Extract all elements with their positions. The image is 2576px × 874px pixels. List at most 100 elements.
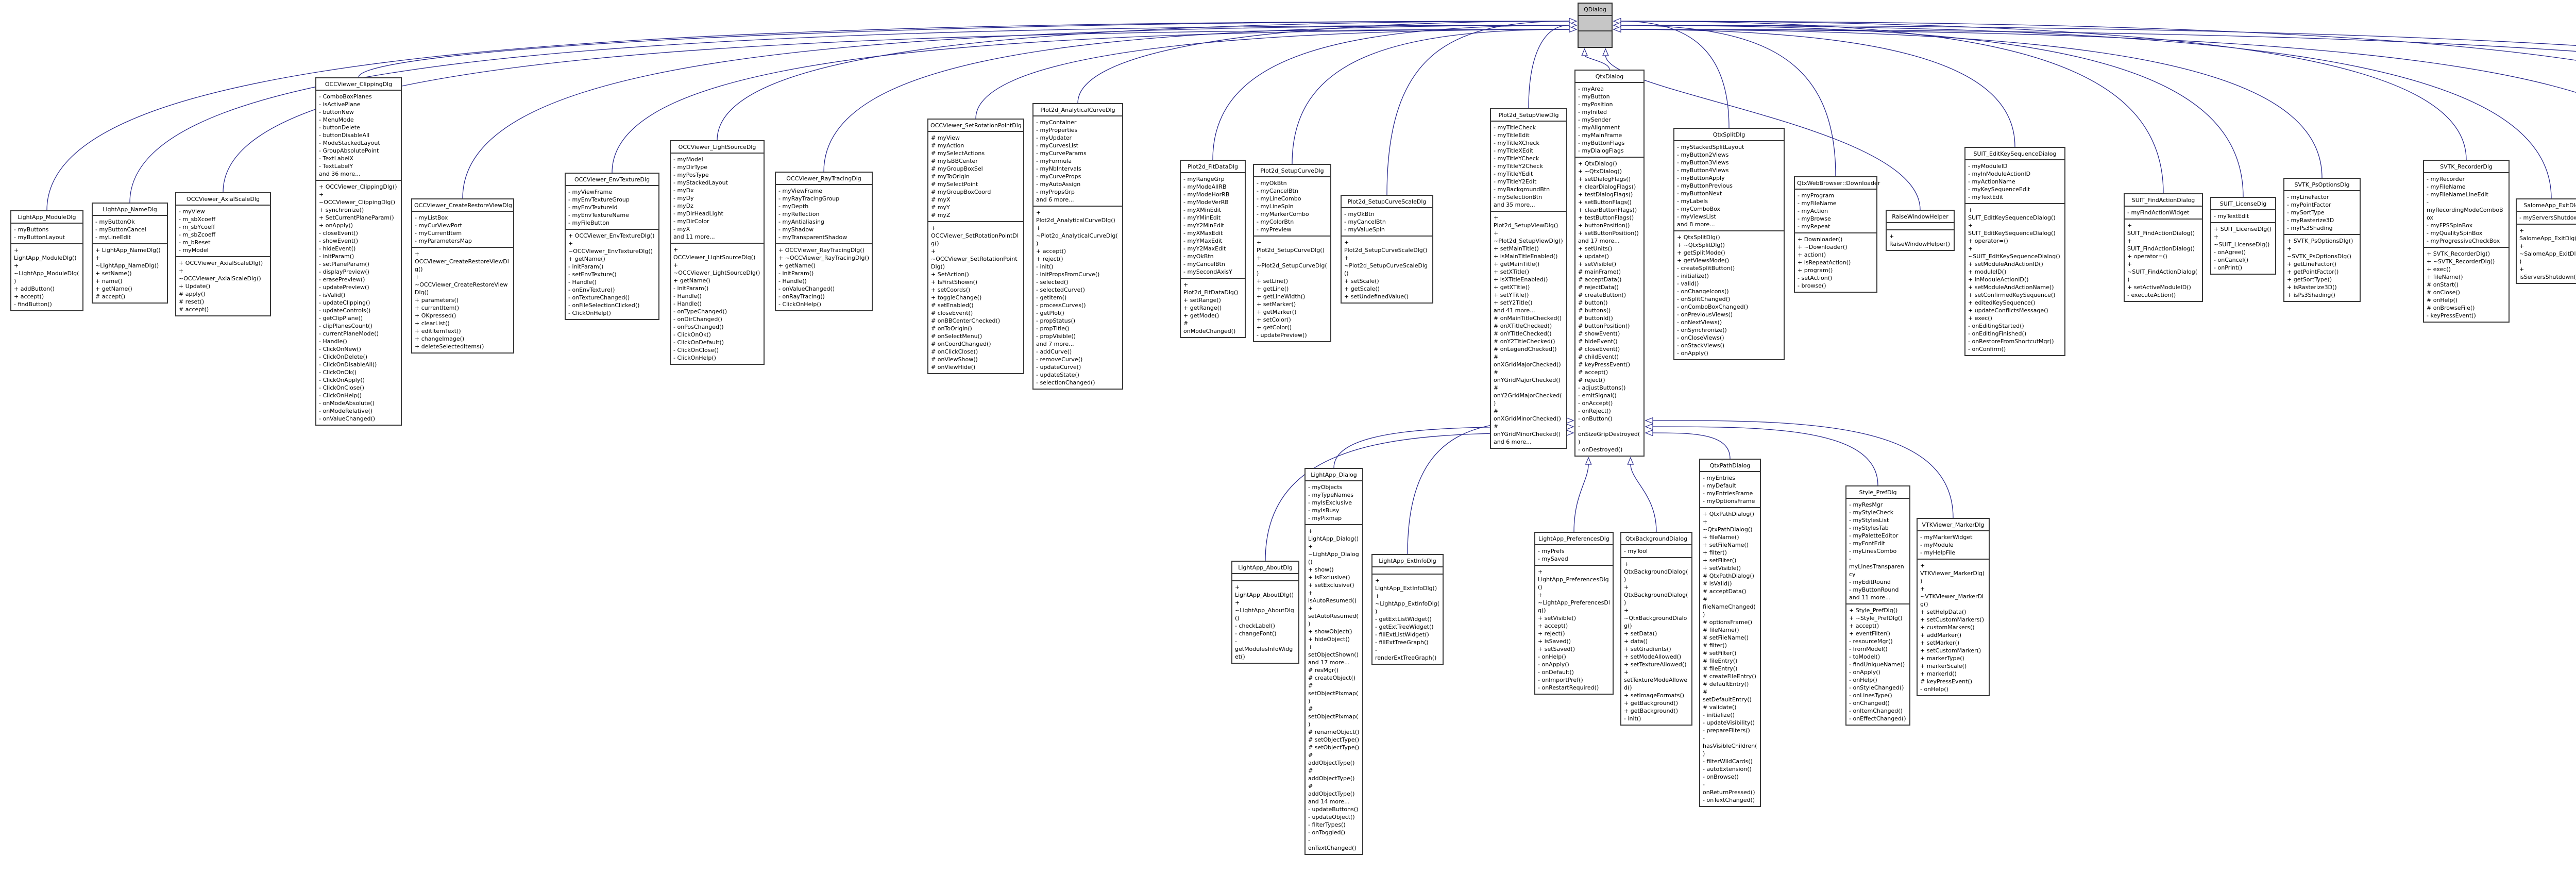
method-row: # buttonId() <box>1578 315 1613 322</box>
method-row: + SUIT_FindActionDialog() <box>2127 238 2195 252</box>
attribute-row: - myViewFrame <box>568 189 613 195</box>
method-row: - ClickOnClose() <box>673 347 719 354</box>
class-attributes-section: # myView# myAction# mySelectActions# myI… <box>928 132 1023 222</box>
inheritance-edge <box>1620 21 2576 61</box>
method-row: - initialize() <box>1677 273 1709 279</box>
attribute-row: - myPrefs <box>1538 548 1565 554</box>
class-title: QtxBackgroundDialog <box>1621 533 1691 545</box>
method-row: + OCCViewer_ClippingDlg() <box>319 183 397 190</box>
class-box-lightapp_moduledlg[interactable]: LightApp_ModuleDlg- myButtons- myButtonL… <box>10 210 83 311</box>
attribute-row: - myButton4Views <box>1677 167 1729 174</box>
method-row: + ~Style_PrefDlg() <box>1849 615 1903 621</box>
method-row: # childEvent() <box>1578 354 1619 360</box>
attribute-row: - myPosition <box>1578 101 1613 108</box>
method-row: # setFilter() <box>1703 650 1737 657</box>
method-row: - selected() <box>1036 279 1069 285</box>
class-box-salomeapp_exitdlg[interactable]: SalomeApp_ExitDlg- myServersShutdown+ Sa… <box>2516 198 2576 284</box>
class-box-occviewer_lightsourcedlg[interactable]: OCCViewer_LightSourceDlg- myModel- myDir… <box>670 140 765 365</box>
class-box-plot2d_setupcurvedlg[interactable]: Plot2d_SetupCurveDlg- myOkBtn- myCancelB… <box>1253 164 1331 342</box>
method-row: - hasVisibleChildren() <box>1703 735 1757 757</box>
class-title: OCCViewer_RayTracingDlg <box>776 173 872 185</box>
method-row: - onDirChanged() <box>673 316 722 323</box>
class-box-plot2d_setupviewdlg[interactable]: Plot2d_SetupViewDlg- myTitleCheck- myTit… <box>1490 108 1567 449</box>
method-row: # onBrowseFile() <box>2427 305 2475 311</box>
attribute-row: - myFileName <box>1798 200 1837 207</box>
class-box-occviewer_raytracingdlg[interactable]: OCCViewer_RayTracingDlg- myViewFrame- my… <box>775 172 873 311</box>
class-box-lightapp_preferencesdlg[interactable]: LightApp_PreferencesDlg- myPrefs- mySave… <box>1534 532 1614 695</box>
method-row: and 14 more... <box>1308 798 1350 805</box>
class-box-occviewer_clippingdlg[interactable]: OCCViewer_ClippingDlg- ComboBoxPlanes- i… <box>315 77 402 426</box>
attribute-row: - myAntialiasing <box>778 218 824 225</box>
class-box-plot2d_fitdatadlg[interactable]: Plot2d_FitDataDlg- myRangeGrp- myModeAll… <box>1180 160 1246 338</box>
class-box-lightapp_dialog[interactable]: LightApp_Dialog- myObjects- myTypeNames-… <box>1304 468 1363 855</box>
class-box-suit_editkeysequencedialog[interactable]: SUIT_EditKeySequenceDialog- myModuleID- … <box>1964 147 2065 356</box>
class-attributes-section: - myProgram- myFileName- myAction- myBro… <box>1795 190 1876 233</box>
class-box-occviewer_setrotationpointdlg[interactable]: OCCViewer_SetRotationPointDlg# myView# m… <box>927 119 1024 374</box>
method-row: + getName() <box>568 256 605 262</box>
class-box-suit_licensedlg[interactable]: SUIT_LicenseDlg- myTextEdit+ SUIT_Licens… <box>2210 197 2276 275</box>
class-box-plot2d_setupcurvescaledlg[interactable]: Plot2d_SetupCurveScaleDlg- myOkBtn- myCa… <box>1341 195 1433 304</box>
class-box-qtxwebbrowser_downloader[interactable]: QtxWebBrowser::Downloader- myProgram- my… <box>1794 176 1880 293</box>
attribute-row: - myRasterize3D <box>2287 217 2334 224</box>
class-box-vtkviewer_markerdlg[interactable]: VTKViewer_MarkerDlg- myMarkerWidget- myM… <box>1917 518 1990 696</box>
method-row: # apply() <box>179 291 206 297</box>
class-box-lightapp_extinfodlg[interactable]: LightApp_ExtInfoDlg+ LightApp_ExtInfoDlg… <box>1371 554 1444 665</box>
attribute-row: - myContainer <box>1036 119 1077 126</box>
attribute-row: - myButtonApply <box>1677 175 1725 181</box>
class-title: SUIT_EditKeySequenceDialog <box>1965 148 2064 160</box>
method-row: # hideEvent() <box>1578 338 1618 345</box>
method-row: - ClickOnHelp() <box>673 355 716 361</box>
attribute-row: - myInited <box>1578 109 1607 115</box>
method-row: - onNextViews() <box>1677 319 1722 326</box>
method-row: - onPrint() <box>2214 264 2243 271</box>
method-row: - onFileSelectionClicked() <box>568 302 640 309</box>
class-box-plot2d_analyticalcurvedlg[interactable]: Plot2d_AnalyticalCurveDlg- myContainer- … <box>1032 103 1123 390</box>
class-title: LightApp_PreferencesDlg <box>1535 533 1613 545</box>
class-methods-section: + OCCViewer_AxialScaleDlg()+ ~OCCViewer_… <box>176 257 270 315</box>
method-row: + setActiveModuleID() <box>2127 284 2191 291</box>
attribute-row: - myPropsGrp <box>1036 189 1075 195</box>
method-row: - setEnvTexture() <box>568 271 617 278</box>
inheritance-arrowhead <box>1585 457 1592 465</box>
class-box-qtxbackgrounddialog[interactable]: QtxBackgroundDialog- myTool+ QtxBackgrou… <box>1620 532 1692 726</box>
class-box-lightapp_aboutdlg[interactable]: LightApp_AboutDlg+ LightApp_AboutDlg()+ … <box>1231 561 1299 664</box>
method-row: + QtxDialog() <box>1578 160 1617 167</box>
method-row: + markerId() <box>1920 670 1957 677</box>
attribute-row: - myButtonCancel <box>95 226 146 233</box>
method-row: # defaultEntry() <box>1703 681 1749 687</box>
inheritance-edge <box>1292 29 1570 164</box>
class-box-lightapp_namedlg[interactable]: LightApp_NameDlg- myButtonOk- myButtonCa… <box>92 203 168 304</box>
method-row: - Handle() <box>673 300 702 307</box>
attribute-row: - myFindActionWidget <box>2127 209 2190 216</box>
class-box-qtxsplitdlg[interactable]: QtxSplitDlg- myStackedSplitLayout- myBut… <box>1673 128 1785 360</box>
class-box-raisewindowhelper[interactable]: RaiseWindowHelper+ RaiseWindowHelper() <box>1886 210 1955 251</box>
inheritance-edge <box>1620 21 2467 160</box>
class-attributes-section: - myViewFrame- myRayTracingGroup- myDept… <box>776 185 872 244</box>
class-methods-section: + LightApp_PreferencesDlg()+ ~LightApp_P… <box>1535 566 1613 694</box>
attribute-row: - myMainFrame <box>1578 132 1622 139</box>
method-row: - executeAction() <box>2127 292 2176 298</box>
method-row: - prepareFilters() <box>1703 727 1750 734</box>
class-box-occviewer_createrestoreviewdlg[interactable]: OCCViewer_CreateRestoreViewDlg- myListBo… <box>411 198 514 354</box>
class-box-qtxpathdialog[interactable]: QtxPathDialog- myEntries- myDefault- myE… <box>1699 459 1761 807</box>
class-box-qdialog[interactable]: QDialog <box>1578 3 1613 48</box>
inheritance-edge <box>1620 29 2576 52</box>
method-row: + QtxBackgroundDialog() <box>1624 561 1688 583</box>
class-box-qtxdialog[interactable]: QtxDialog- myArea- myButton- myPosition-… <box>1574 70 1645 457</box>
class-box-occviewer_envtexturedlg[interactable]: OCCViewer_EnvTextureDlg- myViewFrame- my… <box>565 173 659 320</box>
class-box-suit_findactiondialog[interactable]: SUIT_FindActionDialog- myFindActionWidge… <box>2124 193 2203 302</box>
class-attributes-section: - myFindActionWidget <box>2125 207 2202 220</box>
method-row: + ~OCCViewer_SetRotationPointDlg() <box>931 248 1018 270</box>
attribute-row: - myParametersMap <box>415 238 472 244</box>
class-box-style_prefdlg[interactable]: Style_PrefDlg- myResMgr- myStyleCheck- m… <box>1845 485 1910 726</box>
class-box-svtk_psoptionsdlg[interactable]: SVTK_PsOptionsDlg- myLineFactor- myPoint… <box>2283 178 2361 302</box>
class-box-svtk_recorderdlg[interactable]: SVTK_RecorderDlg- myRecorder- myFileName… <box>2423 160 2510 323</box>
method-row: + data() <box>1624 638 1648 645</box>
class-title: RaiseWindowHelper <box>1887 211 1954 223</box>
method-row: + getViewsMode() <box>1677 257 1730 264</box>
attribute-row: # myGroupBoxSel <box>931 165 983 172</box>
method-row: # addObjectType() <box>1308 767 1355 782</box>
inheritance-edge <box>1386 21 1570 195</box>
class-box-occviewer_axialscaledlg[interactable]: OCCViewer_AxialScaleDlg- myView- m_sbXco… <box>175 192 271 316</box>
attribute-row: - myBackgroundBtn <box>1494 186 1550 193</box>
